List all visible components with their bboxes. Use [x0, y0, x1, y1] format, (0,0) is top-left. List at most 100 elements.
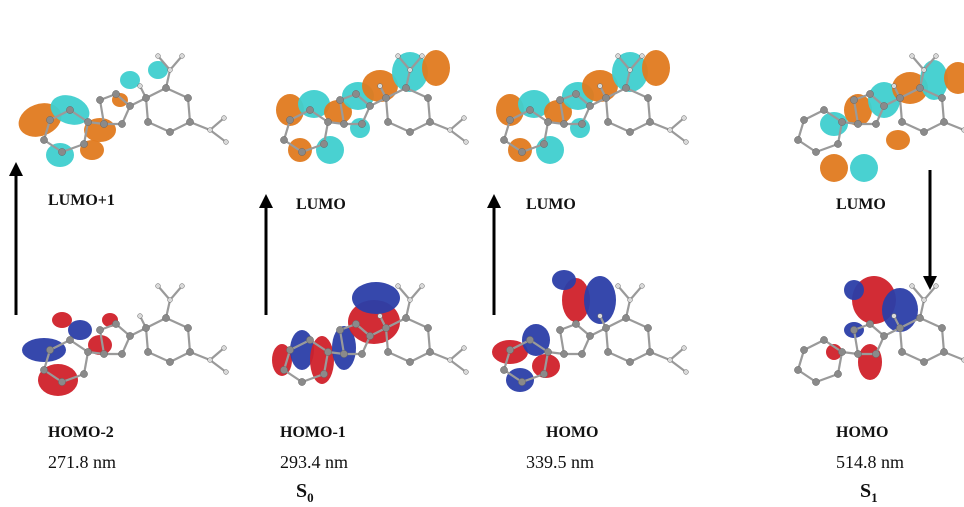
atom	[324, 118, 332, 126]
atom	[800, 346, 808, 354]
atom	[377, 83, 383, 89]
atom	[578, 350, 586, 358]
wavelength-label: 339.5 nm	[526, 452, 595, 472]
transition-panel-3: LUMO HOMO 339.5 nm	[480, 0, 720, 507]
atom	[424, 94, 432, 102]
atom	[626, 128, 634, 136]
atom	[646, 118, 654, 126]
atom	[402, 314, 410, 322]
bond	[923, 285, 937, 301]
upper-orbital-label: LUMO	[526, 196, 576, 213]
bond	[558, 99, 566, 125]
bond	[98, 99, 106, 125]
bond	[165, 86, 189, 100]
atom	[627, 297, 633, 303]
orbital-lobe	[52, 312, 72, 328]
atom	[402, 84, 410, 92]
bond	[911, 285, 925, 301]
atom	[407, 297, 413, 303]
atom	[84, 118, 92, 126]
atom	[834, 140, 842, 148]
atom	[142, 94, 150, 102]
bond	[923, 55, 937, 71]
bond	[901, 120, 925, 134]
atom	[286, 116, 294, 124]
bond	[338, 329, 346, 355]
atom	[377, 313, 383, 319]
atom	[406, 128, 414, 136]
bond	[646, 97, 652, 123]
atom	[602, 94, 610, 102]
atom	[854, 350, 862, 358]
atom	[604, 348, 612, 356]
atom	[112, 320, 120, 328]
orbital-lobe	[88, 335, 112, 355]
bond	[911, 55, 925, 71]
lumo-molecule	[794, 53, 964, 182]
atom	[324, 348, 332, 356]
atom	[298, 378, 306, 386]
atom	[933, 53, 939, 59]
bond	[397, 285, 411, 301]
atom	[142, 324, 150, 332]
atom	[820, 336, 828, 344]
atom	[223, 139, 229, 145]
transition-panel-4: LUMO HOMO 514.8 nm S1	[724, 0, 964, 507]
atom	[866, 320, 874, 328]
atom	[179, 283, 185, 289]
atom	[66, 336, 74, 344]
atom	[639, 283, 645, 289]
wavelength-label: 514.8 nm	[836, 452, 905, 472]
bond	[617, 55, 631, 71]
bond	[169, 285, 183, 301]
atom	[500, 136, 508, 144]
atom	[891, 83, 897, 89]
atom	[920, 128, 928, 136]
atom	[940, 348, 948, 356]
orbital-diagram-1	[18, 53, 229, 396]
lumo-plus-1-molecule	[18, 53, 229, 167]
bond	[405, 316, 429, 330]
atom	[880, 102, 888, 110]
bond	[426, 327, 432, 353]
bond	[426, 97, 432, 123]
atom	[96, 96, 104, 104]
atom	[162, 314, 170, 322]
atom	[667, 127, 673, 133]
bond	[625, 86, 649, 100]
bond	[898, 327, 904, 353]
atom	[320, 370, 328, 378]
atom	[898, 118, 906, 126]
upper-orbital-label: LUMO	[296, 196, 346, 213]
orbital-lobe	[844, 280, 864, 300]
atom	[586, 332, 594, 340]
bond	[147, 350, 171, 364]
atom	[615, 283, 621, 289]
atom	[184, 94, 192, 102]
atom	[40, 366, 48, 374]
orbital-lobe	[324, 100, 352, 124]
atom	[395, 283, 401, 289]
bond	[98, 329, 106, 355]
atom	[286, 346, 294, 354]
homo-molecule	[794, 276, 964, 386]
bond	[338, 99, 346, 125]
atom	[298, 148, 306, 156]
bond	[301, 142, 325, 154]
atom	[166, 358, 174, 366]
atom	[622, 314, 630, 322]
atom	[604, 118, 612, 126]
atom	[426, 118, 434, 126]
atom	[681, 115, 687, 121]
orbital-diagram-3	[492, 50, 689, 392]
lower-orbital-label: HOMO	[546, 424, 599, 441]
transition-arrow-up	[259, 194, 273, 315]
bond	[61, 372, 85, 384]
atom	[46, 346, 54, 354]
bond	[147, 120, 171, 134]
bond	[607, 350, 631, 364]
state-label-s0: S0	[296, 480, 314, 505]
atom	[340, 350, 348, 358]
bond	[409, 285, 423, 301]
orbital-lobe	[850, 154, 878, 182]
